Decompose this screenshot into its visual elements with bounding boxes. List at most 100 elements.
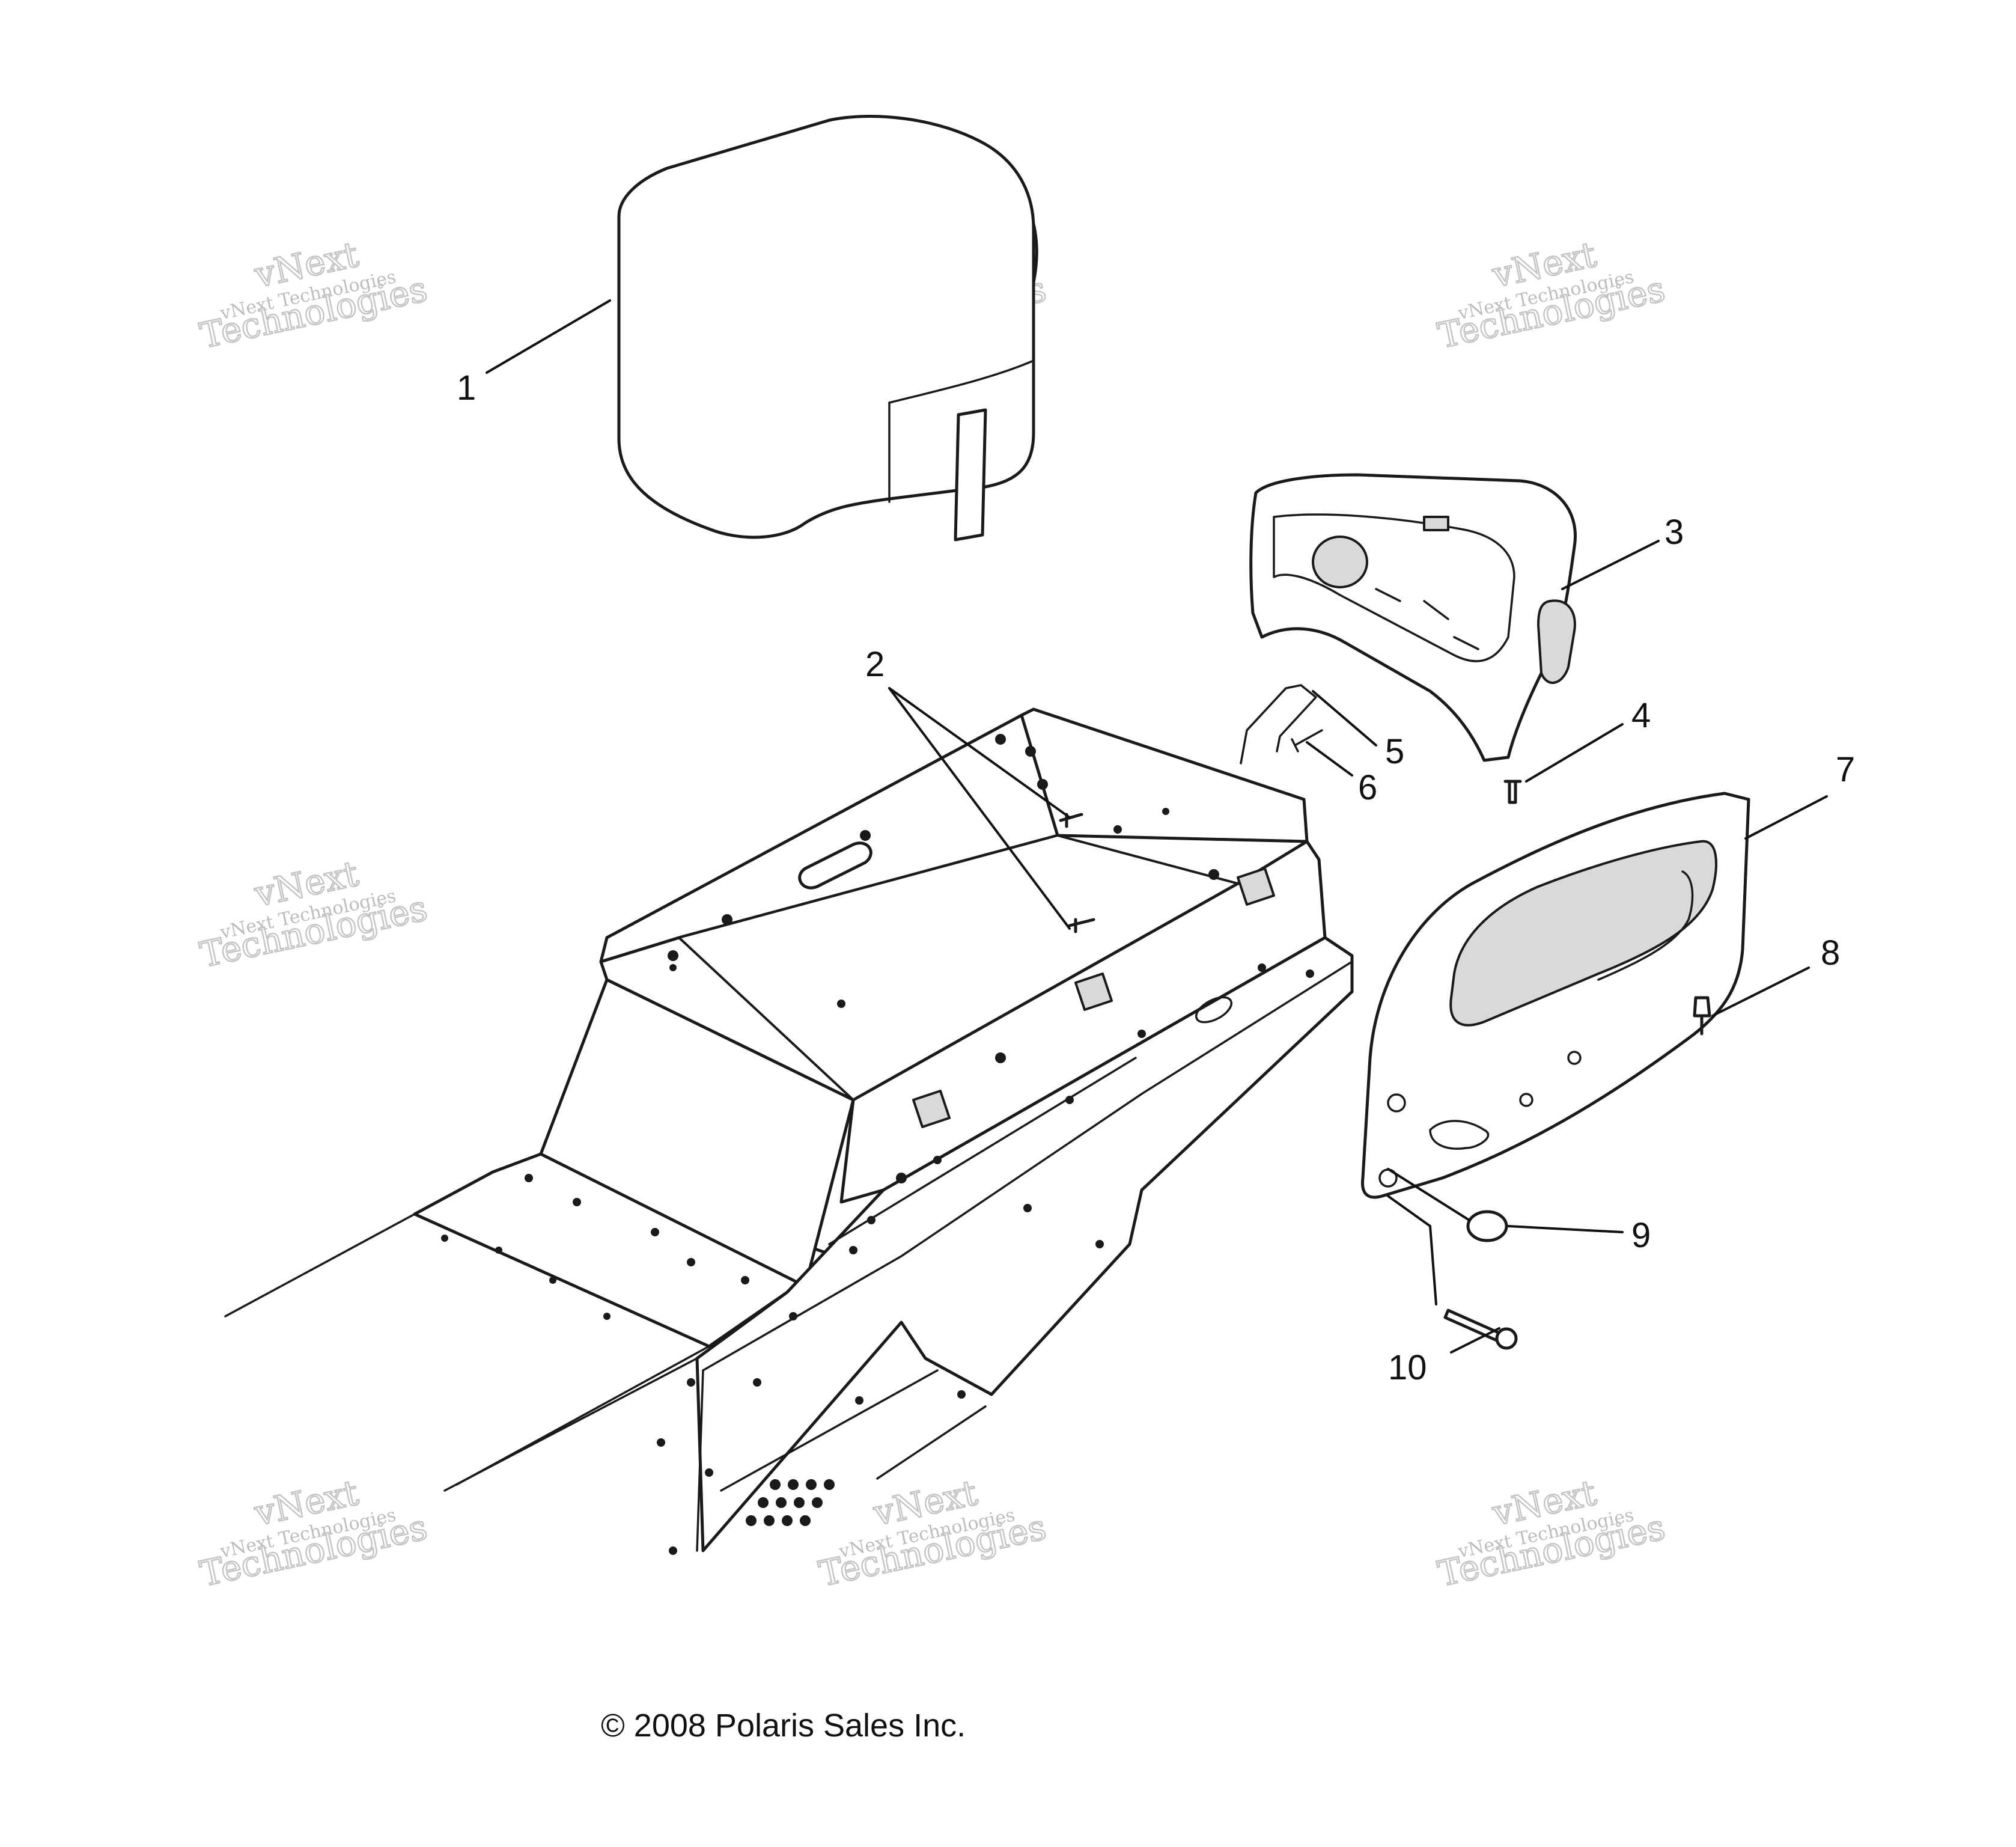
chassis-hole — [1025, 746, 1036, 757]
chassis-tunnel — [224, 707, 1354, 1552]
watermark: vNext vNext Technologies Technologies — [196, 233, 431, 357]
leader-8 — [1711, 966, 1810, 1017]
callout-1: 1 — [457, 368, 476, 408]
leader-5 — [1312, 690, 1377, 746]
rear-cowl-shell — [1249, 473, 1577, 762]
storage-box-latch — [912, 1090, 951, 1128]
chassis-hole — [789, 1312, 797, 1320]
leader-6 — [1306, 741, 1353, 777]
chassis-hole — [812, 1497, 823, 1508]
small-screw-shape — [1291, 729, 1323, 753]
side-panel-hole — [1387, 1093, 1406, 1113]
chassis-hole — [668, 950, 678, 961]
chassis-hole — [525, 1174, 533, 1182]
chassis-hole — [855, 1396, 863, 1405]
chassis-hole — [957, 1390, 966, 1399]
chassis-hole — [764, 1515, 775, 1526]
seat-cushion-seam — [888, 359, 1035, 404]
push-pin — [1503, 780, 1522, 804]
rivet-shape — [1693, 996, 1711, 1036]
callout-8: 8 — [1821, 933, 1840, 972]
watermark: vNext vNext Technologies Technologies — [196, 852, 431, 976]
bolt-shape — [1443, 1308, 1504, 1343]
plug-cap-shape — [1466, 1210, 1508, 1242]
chassis-hole — [896, 1173, 907, 1183]
watermark: vNext vNext Technologies Technologies — [1434, 233, 1669, 357]
chassis-hole — [1258, 963, 1266, 972]
chassis-hole — [995, 734, 1006, 745]
rear-cowl-rib — [1375, 588, 1479, 650]
chassis-hole — [1037, 779, 1048, 790]
wire-bracket-shape — [1240, 684, 1317, 765]
callout-7: 7 — [1836, 750, 1855, 789]
side-panel — [1360, 792, 1750, 1199]
seat-strap — [954, 408, 987, 542]
bolt-head — [1495, 1327, 1518, 1350]
chassis-hole — [741, 1276, 749, 1284]
chassis-hole — [788, 1479, 799, 1490]
side-panel-hole — [1567, 1051, 1582, 1065]
storage-box-back-wall — [1020, 707, 1309, 843]
chassis-hole — [1162, 808, 1169, 815]
rear-cowl-lamp-socket — [1312, 536, 1368, 588]
leader-3 — [1561, 540, 1660, 590]
chassis-holes — [441, 734, 1314, 1555]
chassis-hole — [776, 1497, 787, 1508]
watermark: vNext vNext Technologies Technologies — [1434, 1471, 1669, 1595]
watermark: vNext vNext Technologies Technologies — [815, 1471, 1050, 1595]
copyright-notice: © 2008 Polaris Sales Inc. — [601, 1708, 966, 1744]
chassis-oval-hole — [1195, 996, 1232, 1024]
chassis-hole — [800, 1515, 811, 1526]
callout-3: 3 — [1664, 513, 1684, 552]
chassis-hole — [1208, 869, 1219, 880]
leader-2b — [888, 687, 1071, 930]
chassis-hole — [1095, 1240, 1104, 1248]
chassis-hole — [753, 1378, 761, 1387]
side-panel-hole — [1519, 1093, 1533, 1107]
plug-cap — [1466, 1210, 1508, 1242]
chassis-hole — [806, 1479, 817, 1490]
chassis-tunnel-side — [695, 936, 1354, 1552]
side-panel-window — [1449, 840, 1717, 1027]
chassis-hole — [573, 1198, 581, 1206]
leader-9 — [1387, 1168, 1624, 1233]
chassis-hole — [1306, 969, 1314, 978]
chassis-hole — [860, 830, 871, 841]
callout-5: 5 — [1385, 732, 1404, 771]
rear-cowl-slot — [1423, 516, 1449, 531]
side-panel-cutout — [1429, 1120, 1490, 1150]
chassis-hole — [705, 1468, 713, 1477]
chassis-tunnel-crease — [828, 1057, 1137, 1245]
callout-6: 6 — [1358, 768, 1377, 807]
rear-cowl-inner — [1273, 513, 1515, 662]
chassis-tunnel-lower — [696, 1369, 704, 1552]
chassis-hole — [669, 964, 677, 971]
rivet — [1693, 996, 1711, 1036]
storage-box-bolt — [1068, 918, 1095, 933]
chassis-hole — [746, 1515, 757, 1526]
chassis-hole — [849, 1246, 857, 1254]
storage-box-latch — [1237, 867, 1275, 906]
seat-cushion — [617, 115, 1038, 542]
callout-10: 10 — [1388, 1348, 1427, 1387]
leader-lines — [486, 299, 1828, 1354]
watermark: vNext vNext Technologies Technologies — [196, 1471, 431, 1595]
chassis-tunnel-crease — [702, 960, 1353, 1372]
taillight-lens — [1537, 599, 1576, 684]
wire-bracket — [1240, 684, 1317, 765]
chassis-hole — [1023, 1204, 1032, 1212]
chassis-hole — [651, 1228, 659, 1236]
chassis-hole — [867, 1216, 876, 1224]
chassis-hole — [687, 1378, 695, 1387]
leader-1 — [486, 299, 611, 374]
chassis-hole — [722, 914, 732, 925]
chassis-hole — [1137, 1030, 1146, 1038]
chassis-hole — [687, 1258, 695, 1266]
chassis-hole — [549, 1277, 556, 1284]
chassis-hole — [1065, 1096, 1074, 1104]
chassis-hole — [758, 1497, 769, 1508]
chassis-hole — [603, 1313, 611, 1320]
chassis-hole — [770, 1479, 781, 1490]
bolt — [1443, 1308, 1518, 1350]
